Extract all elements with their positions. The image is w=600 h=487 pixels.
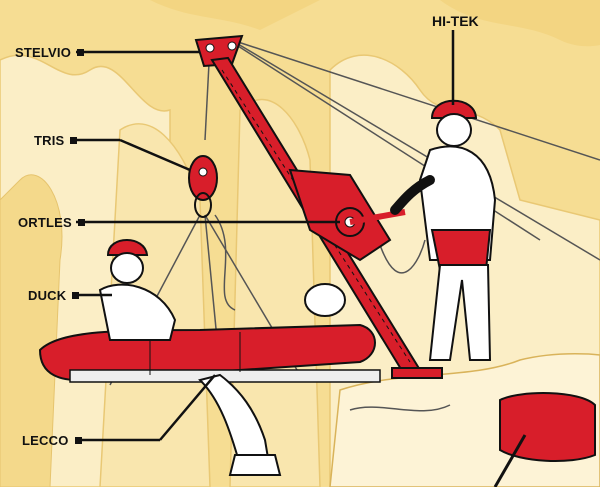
callout-marker xyxy=(77,218,85,226)
rescuer-right xyxy=(390,99,497,361)
label-lecco: LECCO xyxy=(22,432,69,448)
label-stelvio: STELVIO xyxy=(15,44,72,60)
callout-tris: TRIS xyxy=(0,132,78,148)
callout-ortles: ORTLES xyxy=(0,214,85,230)
label-ortles: ORTLES xyxy=(18,214,72,230)
callout-marker xyxy=(74,436,82,444)
rescuer-left xyxy=(98,239,282,476)
callout-duck: DUCK xyxy=(0,287,80,303)
callout-marker xyxy=(72,291,80,299)
callout-marker xyxy=(77,48,85,56)
lecco-stretcher xyxy=(38,323,381,383)
callout-lecco: LECCO xyxy=(0,432,82,448)
label-tris: TRIS xyxy=(34,132,65,148)
callout-lines xyxy=(76,30,455,442)
label-hitek: HI-TEK xyxy=(432,13,479,29)
callout-marker xyxy=(70,136,78,144)
label-duck: DUCK xyxy=(28,287,67,303)
rescue-bag xyxy=(493,392,596,487)
callout-stelvio: STELVIO xyxy=(0,44,85,60)
tris-pulley xyxy=(188,155,218,218)
patient xyxy=(304,283,346,317)
